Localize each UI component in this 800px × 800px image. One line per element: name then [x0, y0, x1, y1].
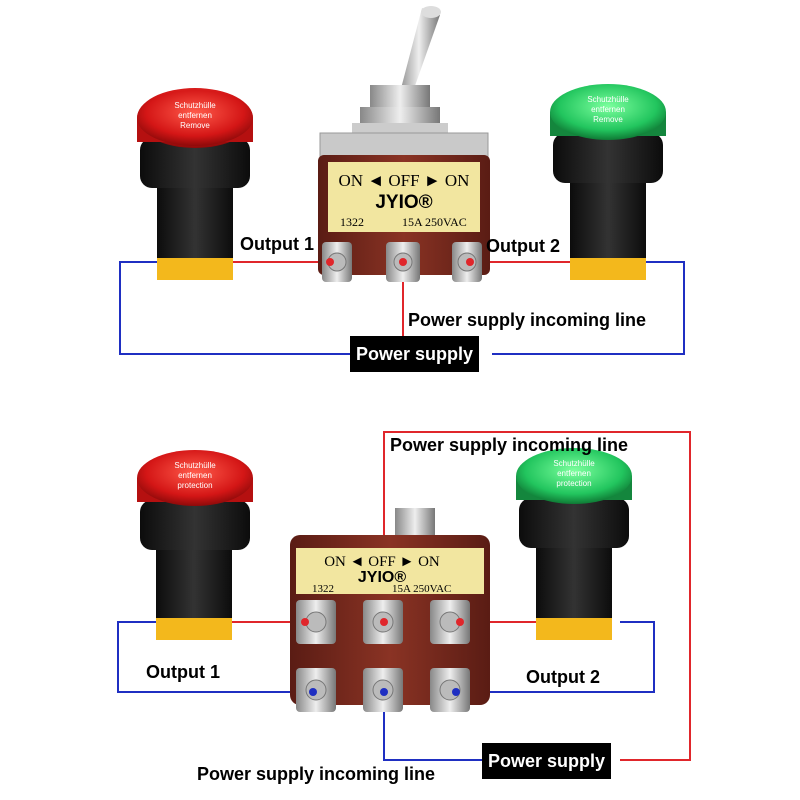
- top-blue-wire: [119, 261, 352, 355]
- top-diagram: Schutzhülle entfernen Remove Schutzhülle…: [119, 6, 685, 355]
- bottom-plate-arrows: ON ◄ OFF ► ON: [324, 554, 440, 570]
- top-incoming-line-label: Power supply incoming line: [408, 310, 647, 330]
- bottom-output-1-label: Output 1: [146, 662, 220, 682]
- bottom-right-cap-text: Schutzhülle: [553, 459, 595, 468]
- bottom-left-cap-text: entfernen: [178, 471, 212, 480]
- top-output-2-label: Output 2: [486, 236, 560, 256]
- top-right-cap-text: Remove: [593, 115, 623, 124]
- top-output-1-label: Output 1: [240, 234, 314, 254]
- top-plate-model: 1322: [340, 215, 364, 229]
- bottom-diagram: Schutzhülle entfernen protection Schutzh…: [117, 431, 691, 761]
- top-blue-wire-right: [492, 261, 685, 355]
- top-left-cap-text: Schutzhülle: [174, 101, 216, 110]
- bottom-incoming-line-label-top: Power supply incoming line: [390, 435, 629, 455]
- top-right-cap-text: entfernen: [591, 105, 625, 114]
- bottom-right-cap-text: protection: [556, 479, 591, 488]
- bottom-blue-wire-right: [456, 621, 655, 693]
- top-plate-rating: 15A 250VAC: [402, 215, 467, 229]
- bottom-plate-rating: 15A 250VAC: [392, 583, 451, 595]
- bottom-incoming-line-label-bottom: Power supply incoming line: [197, 764, 436, 784]
- top-right-green-lamp: Schutzhülle entfernen Remove: [550, 84, 666, 280]
- bottom-power-supply-label: Power supply: [482, 743, 612, 779]
- bottom-red-incoming-wire: [383, 431, 691, 761]
- bottom-plate-brand: JYIO®: [358, 569, 406, 586]
- bottom-blue-wire-left: [117, 621, 313, 693]
- top-plate-arrows: ON ◄ OFF ► ON: [339, 171, 470, 190]
- top-power-supply-label: Power supply: [350, 336, 480, 372]
- bottom-plate-model: 1322: [312, 583, 334, 595]
- bottom-right-cap-text: entfernen: [557, 469, 591, 478]
- bottom-blue-wire-incoming: [383, 692, 482, 761]
- bottom-wires: [117, 431, 691, 761]
- bottom-left-cap-text: protection: [177, 481, 212, 490]
- bottom-right-green-lamp: Schutzhülle entfernen protection: [516, 448, 632, 640]
- top-left-red-lamp: Schutzhülle entfernen Remove: [137, 88, 253, 280]
- bottom-output-2-label: Output 2: [526, 667, 600, 687]
- top-toggle-switch: ON ◄ OFF ► ON JYIO® 1322 15A 250VAC: [318, 6, 490, 282]
- bottom-left-red-lamp: Schutzhülle entfernen protection: [137, 450, 253, 640]
- top-plate-brand: JYIO®: [375, 192, 432, 213]
- top-right-cap-text: Schutzhülle: [587, 95, 629, 104]
- bottom-left-cap-text: Schutzhülle: [174, 461, 216, 470]
- top-left-cap-text: Remove: [180, 121, 210, 130]
- bottom-toggle-switch: ON ◄ OFF ► ON JYIO® 1322 15A 250VAC: [290, 508, 490, 712]
- bottom-terminals-row-2: [296, 668, 470, 712]
- top-left-cap-text: entfernen: [178, 111, 212, 120]
